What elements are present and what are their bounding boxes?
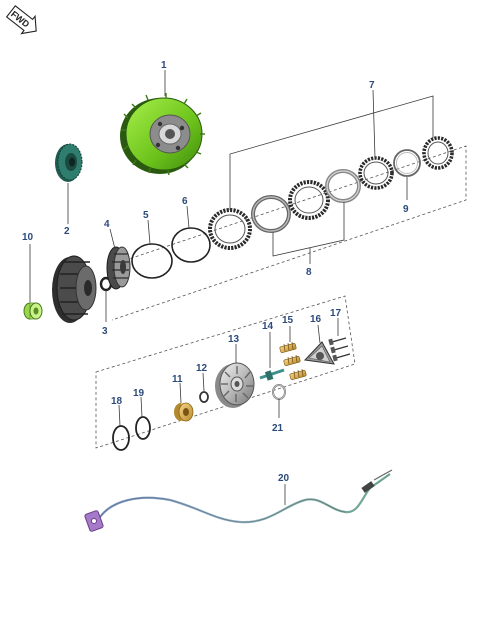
leader-4: [109, 228, 116, 250]
part-21-washer: [272, 384, 286, 400]
callout-5: 5: [143, 210, 149, 221]
callout-8: 8: [306, 267, 312, 278]
callout-2: 2: [64, 226, 70, 237]
callout-14: 14: [262, 321, 274, 332]
leader-7-bracket: [229, 95, 434, 210]
part-4-inner-hub: [106, 246, 131, 290]
callout-13: 13: [228, 334, 240, 345]
part-2-primary-gear: [55, 143, 83, 182]
leader-6: [186, 205, 190, 229]
part-15-clutch-springs: [279, 341, 307, 380]
part-7-friction-plate-b: [288, 180, 330, 220]
part-14-push-rod: [259, 368, 285, 381]
callout-4: 4: [104, 219, 110, 230]
callout-16: 16: [310, 314, 322, 325]
callout-20: 20: [278, 473, 290, 484]
callout-11: 11: [172, 374, 183, 385]
leader-19: [140, 396, 143, 418]
part-9-thin-ring: [393, 149, 421, 177]
part-11-lock-nut: [174, 402, 194, 422]
callout-6: 6: [182, 196, 188, 207]
callout-21: 21: [272, 423, 284, 434]
assembly-guide-upper: [111, 145, 467, 321]
part-7-friction-plate-c: [358, 156, 394, 190]
part-2-clutch-basket: [52, 255, 97, 323]
callout-1: 1: [161, 60, 167, 71]
leader-12: [202, 372, 205, 392]
callout-3: 3: [102, 326, 108, 337]
part-10-bushing: [23, 302, 43, 320]
part-12-washer: [199, 391, 209, 403]
callout-12: 12: [196, 363, 208, 374]
callout-7: 7: [369, 80, 375, 91]
part-1-clutch-housing: [120, 93, 205, 176]
leader-7: [372, 89, 376, 159]
leader-18: [118, 404, 121, 427]
leader-8-bracket: [272, 202, 345, 257]
callout-17: 17: [330, 308, 342, 319]
part-7-friction-plate-a: [208, 208, 252, 250]
part-8-steel-plate-a: [251, 195, 291, 233]
leader-11: [179, 382, 182, 404]
part-16-lifter-plate: [303, 341, 335, 365]
part-18-ring: [112, 425, 130, 451]
callout-10: 10: [22, 232, 34, 243]
callout-9: 9: [403, 204, 409, 215]
part-8-steel-plate-b: [325, 169, 361, 203]
callout-15: 15: [282, 315, 294, 326]
callout-19: 19: [133, 388, 145, 399]
fwd-arrow-badge: FWD: [5, 5, 37, 35]
part-7-friction-plate-d: [422, 136, 454, 170]
part-19-ring: [135, 416, 151, 440]
part-13-pressure-plate: [215, 362, 255, 408]
part-17-bolts: [328, 337, 351, 362]
part-20-clutch-cable: [84, 469, 393, 532]
part-5-o-ring: [131, 243, 173, 279]
leader-5: [147, 219, 151, 245]
part-6-o-ring: [171, 227, 211, 263]
callout-18: 18: [111, 396, 123, 407]
leader-16: [317, 324, 321, 344]
